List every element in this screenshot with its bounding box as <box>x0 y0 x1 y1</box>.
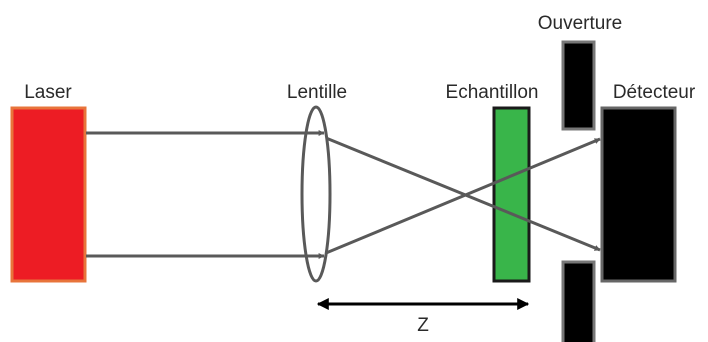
sample-label: Echantillon <box>446 82 539 103</box>
z-label: Z <box>417 315 429 336</box>
laser-label: Laser <box>24 82 72 103</box>
lens-label: Lentille <box>287 82 347 103</box>
beam-focus-down <box>325 136 601 252</box>
lens <box>300 105 332 283</box>
aperture-lower-block <box>561 260 596 342</box>
aperture-upper-block <box>561 40 596 131</box>
sample <box>492 106 531 283</box>
aperture-label: Ouverture <box>538 13 622 34</box>
laser-source <box>10 106 87 283</box>
detector <box>600 106 677 283</box>
beam-focus-up <box>325 137 601 255</box>
detector-label: Détecteur <box>613 82 696 103</box>
